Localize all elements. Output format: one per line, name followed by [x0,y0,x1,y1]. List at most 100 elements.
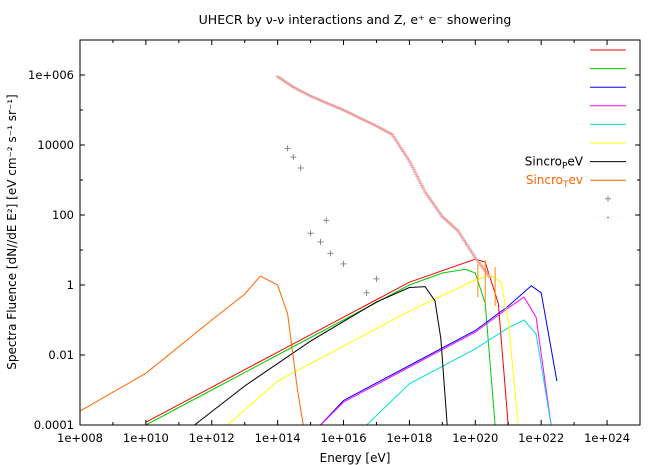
x-tick-label: 1e+016 [321,431,367,445]
cr-flux-point [422,188,427,192]
cr-flux-point [414,172,419,176]
gamma-limit-point [317,238,324,245]
cr-flux-point [426,195,431,199]
cr-flux-point [390,132,395,136]
series-line-e-e [320,285,558,425]
cr-flux-point [437,211,442,215]
cr-flux-point [424,192,429,196]
cr-flux-point [462,239,467,243]
cr-flux-point [473,256,478,260]
gamma-limit-point [373,275,380,282]
cr-flux-point [401,149,406,153]
x-tick-label: 1e+020 [452,431,498,445]
cr-flux-point [460,237,465,241]
chart-title: UHECR by ν-ν interactions and Z, e⁺ e⁻ s… [199,12,512,27]
cr-flux-point [439,213,444,217]
cr-flux-point [432,204,437,208]
cr-flux-points [275,75,496,307]
series-line-e-p [227,274,519,425]
y-tick-label: 1e+006 [28,68,74,82]
cr-flux-point [477,262,482,266]
gamma-limit-point [363,289,370,296]
cr-flux-point [458,233,463,237]
cr-flux-point [464,242,469,246]
cr-flux-point [436,209,441,213]
cr-flux-point [456,229,461,233]
cr-flux-point [409,163,414,167]
cr-flux-point [400,148,405,152]
plot-frame [79,39,641,426]
plot-area [80,75,558,425]
gamma-limit-point [340,260,347,267]
x-tick-label: 1e+014 [255,431,301,445]
series-line-sincro-tev [80,275,304,425]
cr-flux-point [467,246,472,250]
cr-flux-point [463,240,468,244]
x-tick-label: 1e+018 [386,431,432,445]
cr-flux-point [408,161,413,165]
legend-label-sincro-tev: SincroTev [526,173,583,190]
cr-flux-point [465,244,470,248]
series-line-e-pi-e [145,268,496,425]
gamma-limit-point [284,145,291,152]
gamma-limit-point [323,217,330,224]
cr-flux-point [395,140,400,144]
cr-flux-point [476,260,481,264]
series-line-e-mu-e [320,296,552,425]
cr-flux-point [410,166,415,170]
series-line-e-gamma [145,258,509,425]
cr-flux-point [468,248,473,252]
x-tick-label: 1e+024 [584,431,630,445]
cr-flux-point [417,179,422,183]
gamma-limit-point [297,165,304,172]
cr-flux-point [419,183,424,187]
cr-flux-point [435,208,440,212]
x-axis-label: Energy [eV] [320,451,391,465]
cr-flux-point [411,168,416,172]
cr-flux-point [413,170,418,174]
cr-flux-point [478,263,483,267]
y-tick-label: 1 [67,278,74,292]
legend-swatch-gamma-limits [605,195,611,202]
cr-flux-point [486,274,491,278]
cr-flux-point [434,206,439,210]
cr-flux-point [425,194,430,198]
x-tick-label: 1e+012 [189,431,235,445]
x-tick-label: 1e+022 [518,431,564,445]
cr-flux-point [485,272,490,276]
series-line-e-tau-e [366,319,552,425]
gamma-limit-point [290,154,297,161]
cr-flux-point [415,175,420,179]
cr-flux-point [392,136,397,140]
cr-flux-point [459,235,464,239]
cr-flux-point [469,250,474,254]
series-line-sincro-pev [194,286,448,425]
cr-flux-point [470,252,475,256]
cr-flux-point [429,199,434,203]
cr-flux-point [487,275,492,279]
y-axis-label: Spectra Fluence [dN//dE E²] [eV cm⁻² s⁻¹… [5,94,19,369]
cr-flux-point [416,177,421,181]
x-axis: 1e+008 1e+010 1e+012 1e+014 1e+016 1e+018 1e+0… [57,40,641,445]
y-tick-label: 0.01 [48,348,74,362]
legend-label-sincro-pev: SincroPeV [525,155,584,172]
cr-flux-point [475,259,480,263]
cr-flux-point [398,146,403,150]
cr-flux-point [393,138,398,142]
cr-flux-point [481,266,486,270]
x-tick-label: 1e+010 [123,431,169,445]
cr-flux-point [418,181,423,185]
gamma-limit-point [307,230,314,237]
cr-flux-point [397,144,402,148]
x-tick-label: 1e+008 [57,431,103,445]
cr-flux-point [430,201,435,205]
cr-flux-point [407,159,412,163]
cr-flux-point [431,202,436,206]
cr-flux-point [403,153,408,157]
cr-flux-point [480,265,485,269]
gamma-limit-point [327,250,334,257]
cr-flux-point [428,197,433,201]
